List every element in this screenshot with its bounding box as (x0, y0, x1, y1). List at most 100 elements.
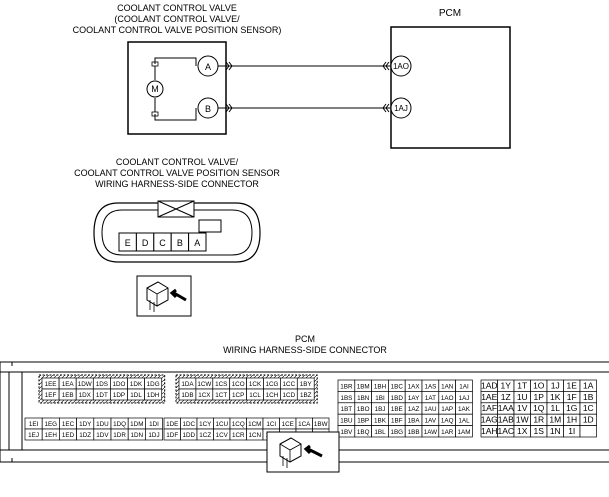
pcm-terminal-label: 1AW (424, 429, 437, 436)
pcm-terminal-cell: 1Y (497, 379, 515, 392)
pcm-terminal-cell: 1CX (195, 388, 214, 401)
pcm-terminal-label: 1CA (298, 421, 311, 428)
pcm-connector-title-1: PCM (295, 334, 315, 344)
pcm-terminal-cell: 1BR (337, 379, 356, 392)
pcm-terminal-label: 1R (533, 415, 544, 425)
terminal-a: A (197, 55, 219, 77)
pcm-terminal-label: 1AM (458, 429, 471, 436)
pcm-terminal-label: 1AS (424, 383, 436, 390)
pcm-terminal-cell: 1BZ (296, 388, 315, 401)
valve-title-line-1: COOLANT CONTROL VALVE (117, 3, 237, 13)
pcm-terminal-cell: 1EI (24, 417, 43, 430)
pcm-terminal-label: 1DK (130, 381, 143, 388)
valve-title: COOLANT CONTROL VALVE (COOLANT CONTROL V… (73, 3, 282, 35)
pcm-terminal-cell: 1DP (110, 388, 128, 401)
pcm-terminal-cell: 1U (513, 391, 531, 404)
terminal-1aj: 1AJ (390, 97, 412, 119)
pcm-terminal-label: 1F (567, 392, 577, 402)
pcm-terminal-cell: 1CY (196, 417, 214, 430)
pcm-terminal-label: 1BV (340, 429, 353, 436)
pcm-terminal-label: 1BD (391, 395, 404, 402)
pcm-terminal-label: 1AX (408, 383, 421, 390)
pcm-terminal-label: 1CM (248, 421, 261, 428)
pcm-terminal-label: 1G (566, 403, 577, 413)
pcm-terminal-label: 1Q (533, 403, 545, 413)
pcm-terminal-label: 1AH (481, 426, 498, 436)
pcm-terminal-cell: 1N (546, 425, 564, 438)
pcm-terminal-label: 1Z (501, 392, 511, 402)
pcm-terminal-label: 1CQ (232, 421, 245, 428)
pcm-terminal-label: 1DD (182, 432, 195, 439)
pcm-terminal-cell: 1P (530, 391, 548, 404)
valve-connector-title-2: COOLANT CONTROL VALVE POSITION SENSOR (74, 168, 280, 178)
pcm-terminal-cell: 1AX (404, 379, 423, 392)
pcm-terminal-cell: 1AC (497, 425, 515, 438)
valve-connector-title-1: COOLANT CONTROL VALVE/ (116, 157, 239, 167)
pcm-terminal-label: 1DE (166, 421, 178, 428)
pcm-terminal-label: 1DL (130, 392, 142, 399)
pcm-terminal-cell: 1EJ (24, 428, 43, 441)
pcm-terminal-cell: 1BW (312, 417, 330, 430)
pcm-terminal-label: 1DQ (113, 421, 126, 428)
pcm-terminal-cell: 1AK (455, 402, 473, 415)
pcm-terminal-cell: 1BH (371, 379, 389, 392)
pcm-terminal-cell: 1DX (75, 388, 94, 401)
valve-title-line-2: (COOLANT CONTROL VALVE/ (114, 14, 240, 24)
terminal-b-label: B (205, 104, 211, 114)
pcm-terminal-cell: 1EG (41, 417, 60, 430)
pcm-terminal-label: 1CT (215, 392, 227, 399)
pcm-terminal-cell: 1DE (163, 417, 181, 430)
pcm-terminal-cell: 1K (546, 391, 564, 404)
pcm-terminal-label: 1H (566, 415, 577, 425)
pcm-terminal-label: 1A (583, 380, 594, 390)
pcm-terminal-label: 1AB (498, 415, 514, 425)
pcm-terminal-label: 1DZ (79, 432, 91, 439)
pcm-terminal-cell: 1DC (180, 417, 198, 430)
pcm-terminal-label: 1EB (62, 392, 74, 399)
pcm-terminal-cell: 1AY (404, 391, 423, 404)
pcm-terminal-cell: 1DF (163, 428, 181, 441)
pcm-terminal-cell: 1CA (295, 417, 313, 430)
pcm-terminal-cell: 1BO (354, 402, 372, 415)
pcm-terminal-cell: 1V (513, 402, 531, 415)
pcm-terminal-cell: 1ED (59, 428, 77, 441)
pcm-terminal-label: 1AV (425, 418, 437, 425)
pcm-terminal-cell: 1AV (421, 413, 440, 426)
pcm-terminal-cell: 1AW (421, 425, 440, 438)
pcm-terminal-cell: 1E (563, 379, 581, 392)
pcm-terminal-cell: 1BJ (371, 402, 389, 415)
pcm-terminal-cell: 1M (546, 413, 564, 426)
pcm-terminal-label: 1AI (459, 383, 469, 390)
pcm-terminal-cell: 1DG (144, 377, 163, 390)
pcm-terminal-label: 1AN (441, 383, 454, 390)
pcm-terminal-cell: 1AA (497, 402, 515, 415)
pcm-terminal-cell: 1L (546, 402, 564, 415)
pcm-terminal-label: 1DP (113, 392, 125, 399)
pcm-terminal-cell: 1DU (93, 417, 112, 430)
pcm-terminal-cell: 1CD (280, 388, 298, 401)
pcm-terminal-label: 1K (550, 392, 561, 402)
pcm-terminal-cell: 1D (579, 413, 597, 426)
pcm-terminal-label: 1BH (374, 383, 387, 390)
pcm-terminal-cell: 1CZ (196, 428, 214, 441)
pcm-terminal-cell: 1CK (246, 377, 264, 390)
pcm-terminal-cell: 1AF (480, 402, 498, 415)
pcm-terminal-cell: 1J (546, 379, 564, 392)
pcm-terminal-cell: 1BQ (354, 425, 372, 438)
pcm-terminal-label: 1DH (147, 392, 160, 399)
pcm-terminal-cell: 1CG (263, 377, 281, 390)
pcm-terminal-cell: 1AU (421, 402, 440, 415)
pcm-terminal-cell: 1BT (337, 402, 356, 415)
pcm-terminal-cell (579, 425, 597, 438)
pcm-terminal-label: 1EF (45, 392, 57, 399)
pcm-terminal-label: 1L (551, 403, 561, 413)
pcm-terminal-cell: 1CM (246, 417, 264, 430)
pcm-terminal-label: 1DO (112, 381, 125, 388)
pcm-terminal-label: 1DM (130, 421, 143, 428)
